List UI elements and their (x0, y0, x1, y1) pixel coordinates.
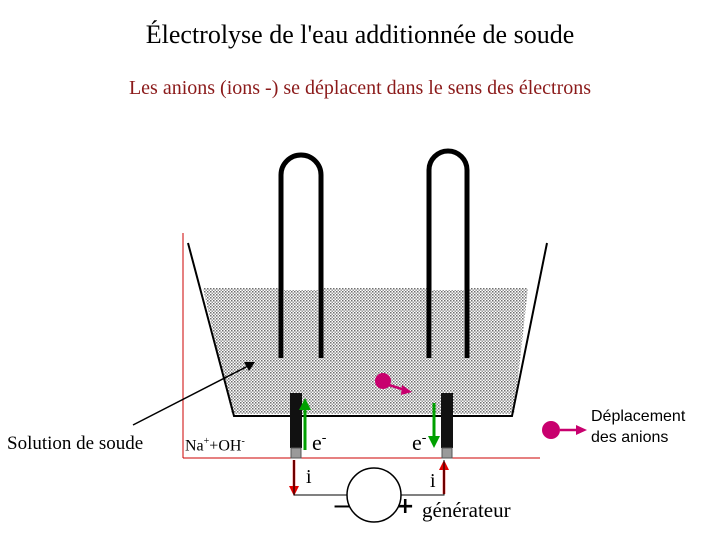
electron-arrow-left-head (299, 398, 311, 410)
electron-symbol: e (412, 430, 422, 455)
legend-label: Déplacement des anions (591, 406, 711, 448)
ion-oh-charge: - (241, 436, 245, 447)
legend-arrow-head (576, 425, 587, 435)
solution-formula: Na++OH- (185, 436, 245, 455)
tube-right-liquid (432, 290, 464, 358)
solution-pointer-arrow (132, 365, 249, 426)
solution-label: Solution de soude (7, 433, 144, 454)
anion-arrow-head (401, 385, 412, 395)
ion-na: Na (185, 437, 204, 455)
formula-joiner: + (209, 437, 219, 455)
page-title: Électrolyse de l'eau additionnée de soud… (145, 20, 575, 49)
beaker (187, 242, 548, 417)
solution (203, 288, 528, 414)
generator-minus-terminal: − (332, 492, 353, 520)
legend-anion (542, 421, 560, 439)
electron-charge: - (321, 430, 327, 446)
legend-line-2: des anions (591, 429, 669, 446)
legend-line-1: Déplacement (591, 408, 686, 425)
current-label-right: i (430, 470, 436, 492)
ion-na-charge: + (203, 436, 210, 447)
generator-label: générateur (422, 498, 511, 522)
anion-in-solution (375, 373, 391, 389)
generator-lead-left (293, 460, 347, 496)
subtitle: Les anions (ions -) se déplacent dans le… (128, 77, 592, 99)
electrode-left (290, 393, 302, 448)
electrode-right (441, 393, 453, 448)
electrode-left-base (290, 447, 302, 459)
tube-left-liquid (284, 290, 318, 358)
electron-label-right: e- (412, 430, 426, 456)
generator-plus-terminal: + (396, 494, 415, 519)
electron-arrow-right-head (428, 436, 440, 448)
electron-charge: - (421, 430, 427, 446)
electron-label-left: e- (312, 430, 326, 456)
current-label-left: i (306, 466, 312, 488)
ion-oh: OH (218, 437, 242, 455)
generator-lead-right (401, 460, 445, 496)
solution-pointer-arrow-head (244, 362, 255, 371)
electrode-right-base (441, 447, 453, 459)
generator-symbol (346, 467, 402, 523)
electron-symbol: e (312, 430, 322, 455)
